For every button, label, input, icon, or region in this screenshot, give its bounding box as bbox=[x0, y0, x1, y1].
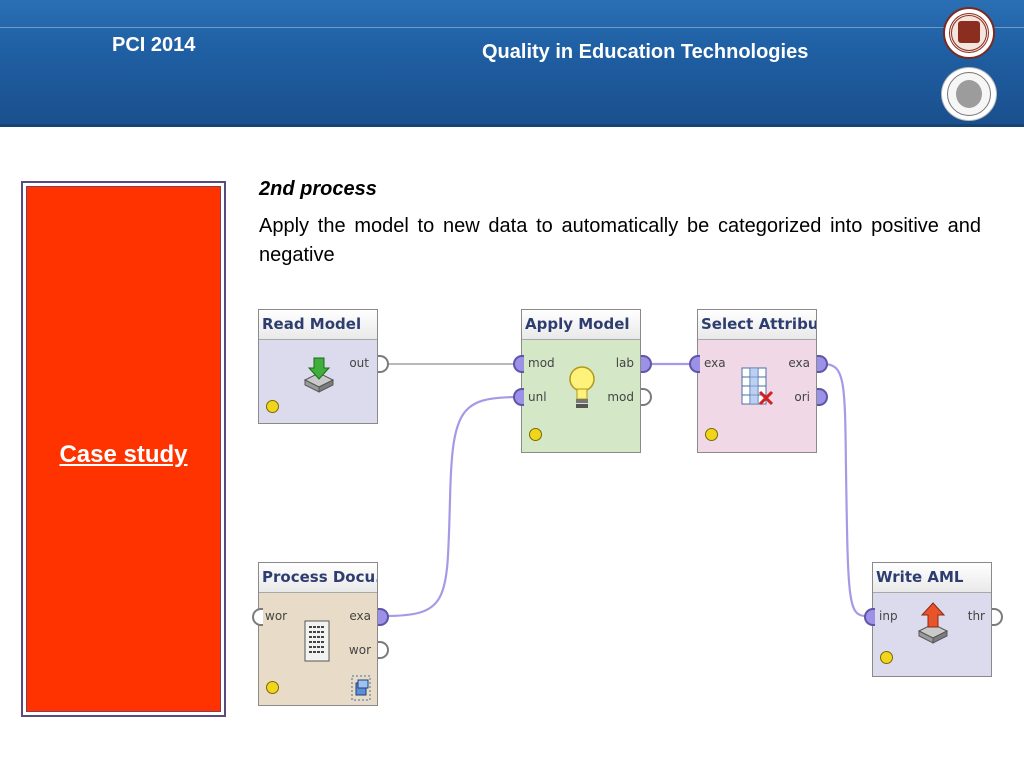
port-label-unl: unl bbox=[528, 390, 547, 404]
port-label-wor-in: wor bbox=[265, 609, 288, 623]
upload-arrow-icon bbox=[917, 602, 949, 644]
case-study-link[interactable]: Case study bbox=[59, 441, 188, 468]
operator-select-attributes[interactable]: Select Attribu... exa exa ori bbox=[697, 309, 817, 453]
port-label-mod-out: mod bbox=[607, 390, 634, 404]
port-select-exa-in[interactable] bbox=[689, 355, 700, 373]
port-label-ori: ori bbox=[794, 390, 810, 404]
operator-write-aml[interactable]: Write AML inp thr bbox=[872, 562, 992, 677]
attribute-table-icon bbox=[741, 367, 774, 406]
port-apply-mod-in[interactable] bbox=[513, 355, 524, 373]
header-divider bbox=[0, 27, 1024, 28]
status-indicator-icon bbox=[266, 681, 279, 694]
port-select-exa-out[interactable] bbox=[817, 355, 828, 373]
port-apply-lab-out[interactable] bbox=[641, 355, 652, 373]
process-description: Apply the model to new data to automatic… bbox=[259, 215, 981, 266]
port-label-out: out bbox=[349, 356, 369, 370]
port-write-thr-out[interactable] bbox=[992, 608, 1003, 626]
status-indicator-icon bbox=[529, 428, 542, 441]
operator-title: Read Model bbox=[259, 310, 377, 340]
port-label-exa-out: exa bbox=[349, 609, 371, 623]
side-panel-fill bbox=[26, 186, 221, 712]
university-seal-logo bbox=[943, 7, 995, 59]
port-process-wor-in[interactable] bbox=[252, 608, 263, 626]
operator-title: Apply Model bbox=[522, 310, 640, 340]
port-label-mod-in: mod bbox=[528, 356, 555, 370]
header-banner: PCI 2014 Quality in Education Technologi… bbox=[0, 0, 1024, 127]
port-label-wor-out: wor bbox=[348, 643, 371, 657]
port-label-thr: thr bbox=[967, 609, 985, 623]
subprocess-icon[interactable] bbox=[351, 675, 371, 701]
port-process-exa-out[interactable] bbox=[378, 608, 389, 626]
operator-title: Select Attribu... bbox=[698, 310, 816, 340]
status-indicator-icon bbox=[705, 428, 718, 441]
port-label-lab: lab bbox=[615, 356, 634, 370]
port-label-exa-out: exa bbox=[788, 356, 810, 370]
side-panel bbox=[21, 181, 226, 717]
port-apply-mod-out[interactable] bbox=[641, 388, 652, 406]
port-write-inp-in[interactable] bbox=[864, 608, 875, 626]
process-heading: 2nd process bbox=[259, 178, 377, 200]
operator-read-model[interactable]: Read Model out bbox=[258, 309, 378, 424]
document-icon bbox=[304, 620, 330, 662]
portrait-seal-logo bbox=[941, 67, 997, 121]
port-process-wor-out[interactable] bbox=[378, 641, 389, 659]
operator-title: Process Docu... bbox=[259, 563, 377, 593]
port-select-ori-out[interactable] bbox=[817, 388, 828, 406]
status-indicator-icon bbox=[266, 400, 279, 413]
operator-process-documents[interactable]: Process Docu... wor exa wor bbox=[258, 562, 378, 706]
operator-title: Write AML bbox=[873, 563, 991, 593]
port-read-out[interactable] bbox=[378, 355, 389, 373]
port-label-exa-in: exa bbox=[704, 356, 726, 370]
header-subtitle: Quality in Education Technologies bbox=[482, 41, 809, 63]
download-arrow-icon bbox=[303, 357, 335, 393]
conference-label: PCI 2014 bbox=[112, 34, 196, 56]
wire-select-to-write bbox=[822, 362, 867, 618]
header-bottom-border bbox=[0, 124, 1024, 127]
lightbulb-icon bbox=[569, 366, 595, 408]
port-apply-unl-in[interactable] bbox=[513, 388, 524, 406]
wire-process-to-apply bbox=[383, 395, 516, 618]
status-indicator-icon bbox=[880, 651, 893, 664]
operator-apply-model[interactable]: Apply Model mod unl lab mod bbox=[521, 309, 641, 453]
port-label-inp: inp bbox=[879, 609, 898, 623]
